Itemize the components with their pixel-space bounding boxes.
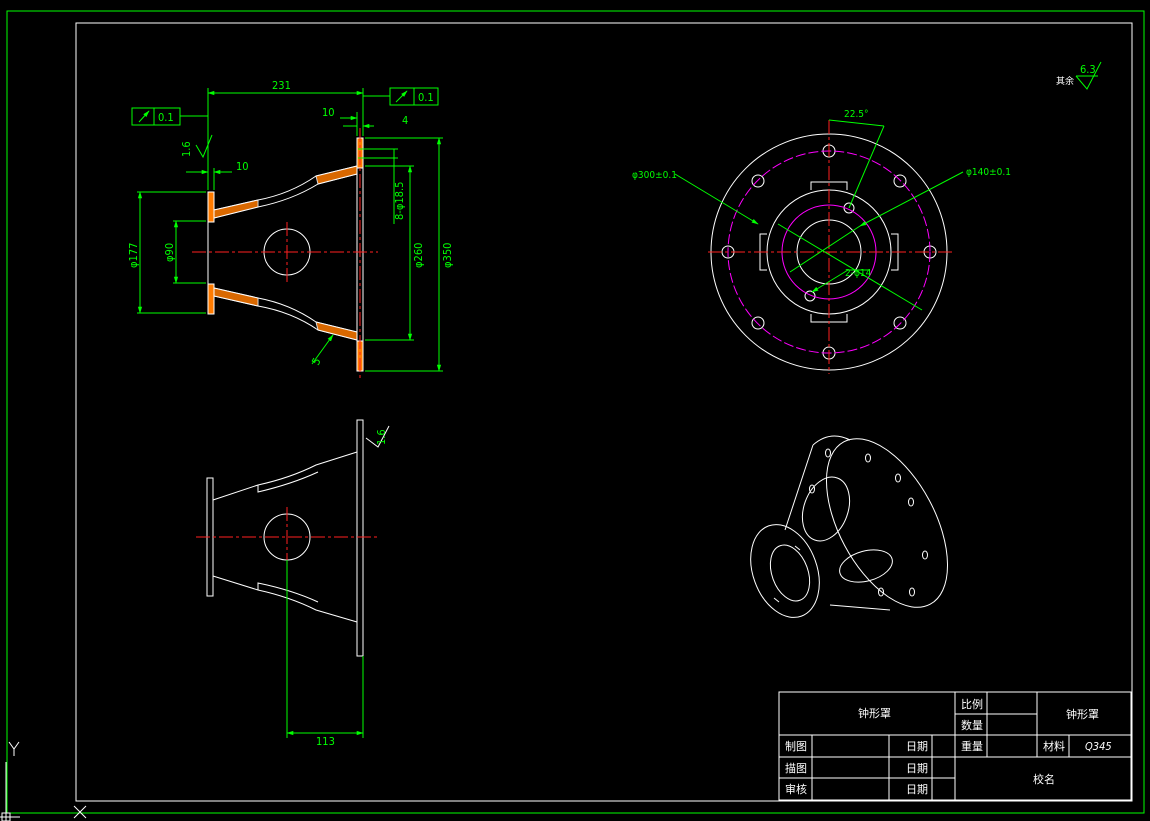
dim-roughness-1-6: 1.6 xyxy=(180,141,193,157)
roughness-label: 其余 xyxy=(1056,75,1074,87)
inner-border xyxy=(75,22,1133,802)
front-dimensions xyxy=(131,87,443,372)
dim-thickness-5: 5 xyxy=(309,356,323,368)
tolerance-value-left: 0.1 xyxy=(158,111,174,124)
bottom-dimensions xyxy=(286,560,364,738)
school-label: 校名 xyxy=(1033,772,1055,786)
bottom-view xyxy=(206,419,390,657)
front-centerlines xyxy=(192,128,378,378)
dim-phi140: φ140±0.1 xyxy=(966,167,1011,178)
qty-label: 数量 xyxy=(961,719,983,732)
dim-113: 113 xyxy=(316,735,335,748)
dim-phi300: φ300±0.1 xyxy=(632,170,677,181)
roughness-note: 6.3 其余 xyxy=(1056,61,1102,90)
plan-centerlines xyxy=(708,120,952,374)
dim-phi260: φ260 xyxy=(412,243,425,268)
title-block-text: 钟形罩 比例 数量 重量 钟形罩 材料 Q345 制图 描图 审核 日期 日期 … xyxy=(785,697,1112,796)
material-label: 材料 xyxy=(1043,739,1065,753)
dim-10a: 10 xyxy=(322,106,335,119)
dim-22-5-deg: 22.5° xyxy=(844,109,869,120)
scale-label: 比例 xyxy=(961,697,983,711)
title-block xyxy=(778,691,1132,801)
drawn-label: 制图 xyxy=(785,740,807,753)
dim-phi350: φ350 xyxy=(441,243,454,268)
outer-border xyxy=(6,10,1145,814)
bottom-centerlines xyxy=(196,507,378,567)
material-value: Q345 xyxy=(1085,740,1112,753)
front-dim-texts: 231 10 4 10 1.6 0.1 0.1 φ177 φ90 8-φ18.5… xyxy=(127,79,454,368)
part-name: 钟形罩 xyxy=(858,706,891,720)
weight-label: 重量 xyxy=(961,739,983,753)
dim-231: 231 xyxy=(272,79,291,92)
ucs-icon xyxy=(0,741,87,821)
front-section-view xyxy=(207,137,364,372)
isometric-view xyxy=(750,435,949,618)
tolerance-value-right: 0.1 xyxy=(418,91,434,104)
traced-label: 描图 xyxy=(785,761,807,775)
dim-8-phi18-5: 8-φ18.5 xyxy=(393,182,406,220)
dim-phi90: φ90 xyxy=(163,243,176,262)
roughness-value: 6.3 xyxy=(1080,63,1096,76)
dim-2-phi14: 2-φ14 xyxy=(845,268,872,279)
dim-4: 4 xyxy=(402,114,408,127)
date-label-2: 日期 xyxy=(906,762,928,775)
checked-label: 审核 xyxy=(785,782,807,796)
plan-dimensions xyxy=(674,119,964,311)
dim-phi177: φ177 xyxy=(127,243,140,268)
part-name-right: 钟形罩 xyxy=(1066,707,1099,721)
dim-10b: 10 xyxy=(236,160,249,173)
dim-roughness-1-6-b: 1.6 xyxy=(375,429,388,445)
date-label-3: 日期 xyxy=(906,783,928,796)
date-label-1: 日期 xyxy=(906,740,928,753)
